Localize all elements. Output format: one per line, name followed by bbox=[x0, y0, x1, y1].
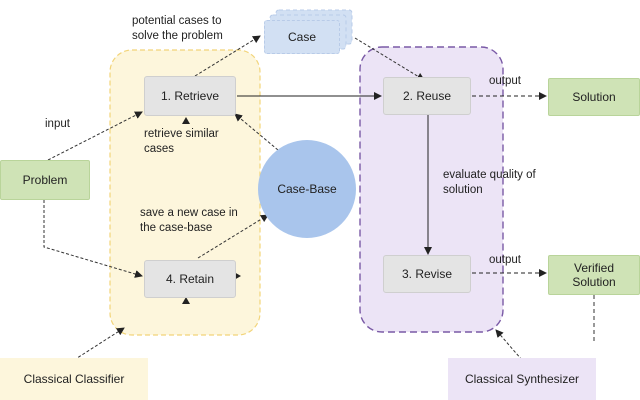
problem-box: Problem bbox=[0, 160, 90, 200]
solution-box: Solution bbox=[548, 78, 640, 116]
arrow-problem-to-retrieve bbox=[47, 111, 143, 161]
classical-classifier-box: Classical Classifier bbox=[0, 358, 148, 400]
arrow-retain-to-casebase bbox=[197, 214, 269, 259]
retain-up-arrowhead bbox=[182, 297, 190, 304]
label-save-new-case: save a new case in the case-base bbox=[140, 207, 238, 234]
label-evaluate-quality: evaluate quality of solution bbox=[443, 169, 536, 196]
arrow-retrieve-to-case bbox=[194, 35, 261, 77]
label-retrieve-similar: retrieve similar cases bbox=[144, 128, 219, 155]
label-output-bottom: output bbox=[489, 254, 521, 266]
classical-synthesizer-box: Classical Synthesizer bbox=[448, 358, 596, 400]
arrow-classifier-to-group bbox=[73, 327, 125, 361]
case-base-circle: Case-Base bbox=[258, 140, 356, 238]
arrow-problem-to-retain bbox=[43, 200, 143, 278]
revise-step: 3. Revise bbox=[383, 255, 471, 293]
label-input: input bbox=[45, 118, 70, 130]
label-output-top: output bbox=[489, 75, 521, 87]
verified-solution-box: Verified Solution bbox=[548, 255, 640, 295]
retrieve-up-arrowhead bbox=[182, 117, 190, 124]
arrow-synthesizer-to-group bbox=[495, 329, 523, 361]
arrow-casebase-to-retrieve bbox=[234, 113, 279, 151]
retrieve-step: 1. Retrieve bbox=[144, 76, 236, 116]
case-card: Case bbox=[264, 20, 340, 54]
label-potential-cases: potential cases to solve the problem bbox=[132, 15, 223, 42]
arrow-case-to-reuse bbox=[354, 37, 425, 81]
reuse-step: 2. Reuse bbox=[383, 77, 471, 115]
retain-step: 4. Retain bbox=[144, 260, 236, 298]
